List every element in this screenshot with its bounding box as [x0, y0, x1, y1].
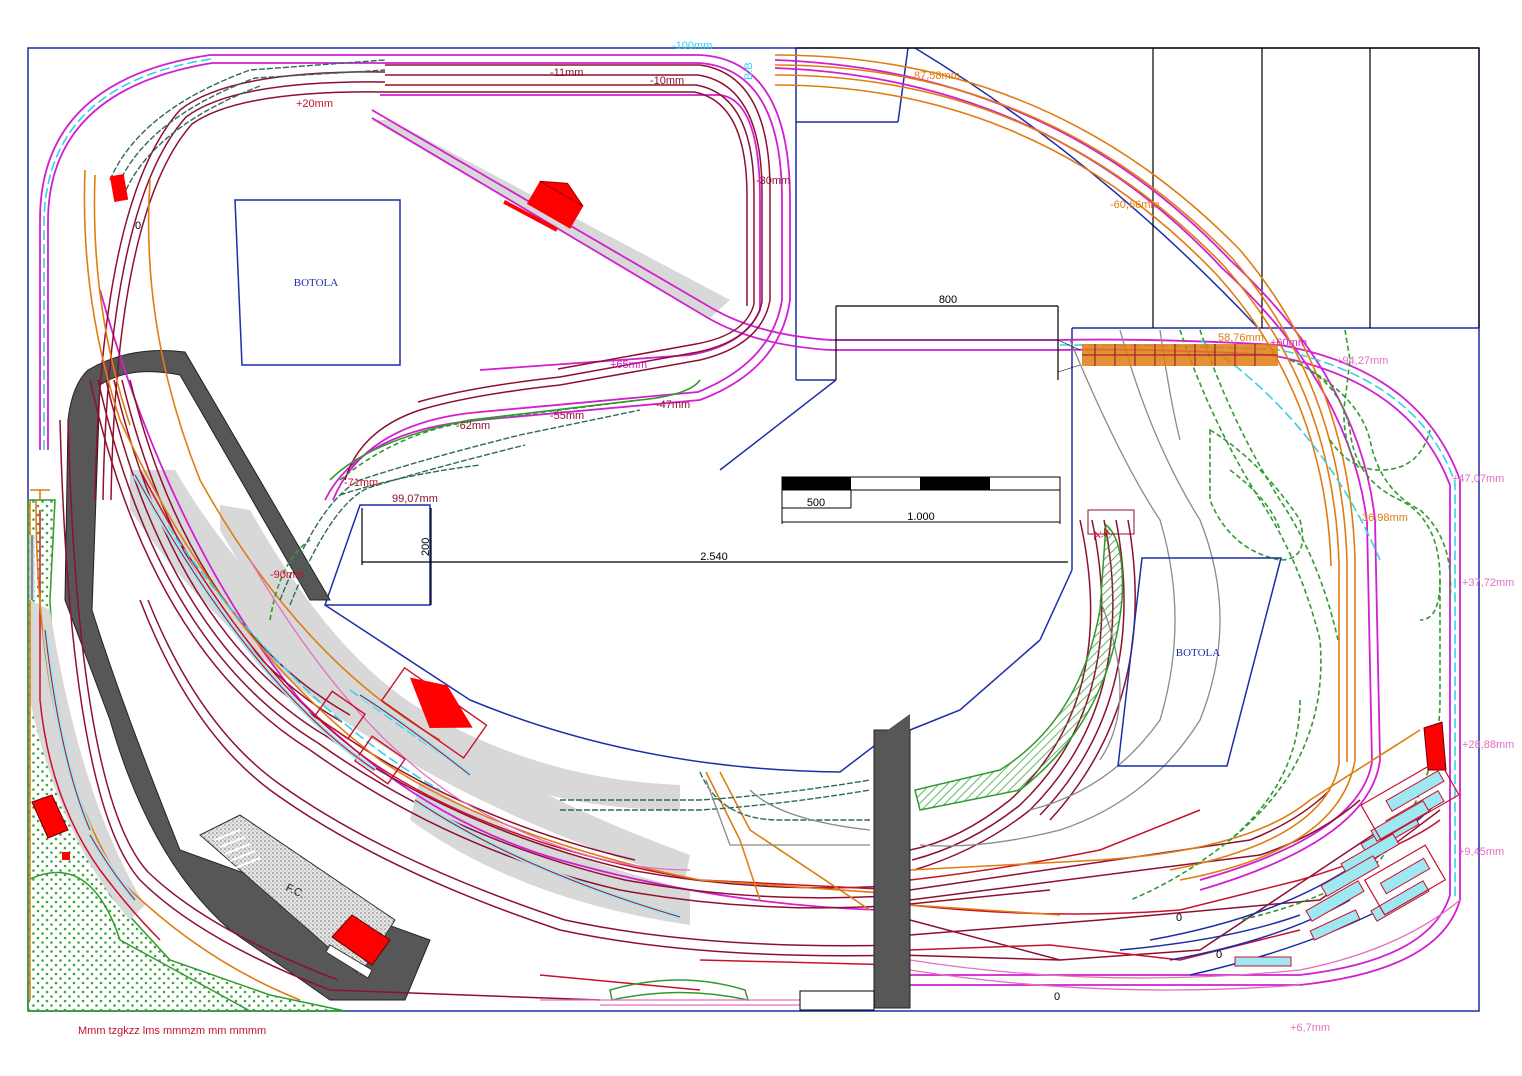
- dimension-lines: [361, 305, 1081, 605]
- building-top-sign: [503, 200, 558, 232]
- grey-guide-lines: [705, 329, 1221, 847]
- green-grass-area: [27, 499, 346, 1012]
- botola-left: [234, 199, 401, 366]
- building-center: [380, 666, 488, 759]
- road-bridge-top: [874, 714, 910, 740]
- dim-long-label: 2.540: [700, 551, 728, 563]
- elev-plus60: +60mm: [1270, 337, 1307, 349]
- elev-top-minus100: -100mm: [672, 40, 712, 52]
- building-left-upper: [109, 173, 129, 203]
- elev-r36: 36,98mm: [1362, 512, 1408, 524]
- zero-marker-d: 0: [1054, 991, 1060, 1003]
- botola-right-label: BOTOLA: [1176, 647, 1220, 659]
- elev-minus90: -90mm: [270, 569, 304, 581]
- elev-plus94: +94,27mm: [1336, 355, 1388, 367]
- scale-mid-label: 500: [807, 497, 825, 509]
- elev-minus30: -30mm: [756, 175, 790, 187]
- building-right: [1423, 721, 1447, 771]
- green-curve: [329, 379, 701, 481]
- building-left: [31, 794, 70, 860]
- building-center-annex2: [354, 735, 406, 785]
- elev-minus55: -55mm: [550, 410, 584, 422]
- building-center-annex: [314, 690, 366, 740]
- elev-r58: 58,76mm: [1218, 332, 1264, 344]
- elev-minus47: -47mm: [656, 399, 690, 411]
- elev-plus37: +37,72mm: [1462, 577, 1514, 589]
- scale-bar: [781, 476, 1061, 524]
- scale-end-label: 1.000: [907, 511, 935, 523]
- hatched-embankment: [914, 523, 1124, 811]
- elev-minus10: -10mm: [650, 75, 684, 87]
- elev-plus47: +47,07mm: [1452, 473, 1504, 485]
- teal-tracks: [109, 59, 871, 821]
- building-station: [325, 914, 391, 979]
- dim-top-label: 800: [939, 294, 957, 306]
- elev-plus65: +65mm: [610, 359, 647, 371]
- rolling-stock: [29, 473, 1460, 967]
- green-branch: [269, 329, 1452, 921]
- section-aa-frame: [1087, 509, 1135, 535]
- bottom-box: [799, 990, 875, 1011]
- road-bridge: [873, 729, 911, 1009]
- elev-d99: 99,07mm: [392, 493, 438, 505]
- maroon-tracks: [59, 64, 1441, 1001]
- elev-minus71: -71mm: [344, 477, 378, 489]
- girder-bridge: [1082, 344, 1278, 366]
- elev-plus28: +28,88mm: [1462, 739, 1514, 751]
- elev-minus62: -62mm: [456, 420, 490, 432]
- elev-minus11: -11mm: [550, 67, 583, 79]
- grass-inner-edge: [27, 871, 251, 1012]
- elev-plus67: +6,7mm: [1290, 1022, 1330, 1034]
- zero-marker-a: 0: [135, 220, 141, 232]
- pedestrian-crossing: [214, 829, 261, 869]
- zero-marker-c: 0: [1216, 949, 1222, 961]
- platforms: [30, 120, 730, 925]
- buildings: [31, 173, 1447, 979]
- section-bb-label: B:B: [743, 62, 755, 80]
- dark-road: [64, 350, 431, 1001]
- building-top: [526, 180, 584, 229]
- elevation-labels: -100mm -11mm -10mm +20mm -30mm +65mm -55…: [270, 40, 1514, 1034]
- footnote: Mmm tzgkzz lms mmmzm mm mmmm: [78, 1025, 266, 1037]
- elev-r60: -60,66mm: [1110, 199, 1160, 211]
- elev-plus20: +20mm: [296, 98, 333, 110]
- botola-right: [1117, 557, 1282, 767]
- elev-plus9: +9,45mm: [1458, 846, 1504, 858]
- zero-marker-b: 0: [1176, 912, 1182, 924]
- botola-left-label: BOTOLA: [294, 277, 338, 289]
- section-aa-label: A:A: [1091, 525, 1112, 543]
- elev-r87: 87,58mm: [914, 70, 960, 82]
- cabinet-lines: [796, 47, 1480, 328]
- dim-short-label: 200: [420, 538, 432, 556]
